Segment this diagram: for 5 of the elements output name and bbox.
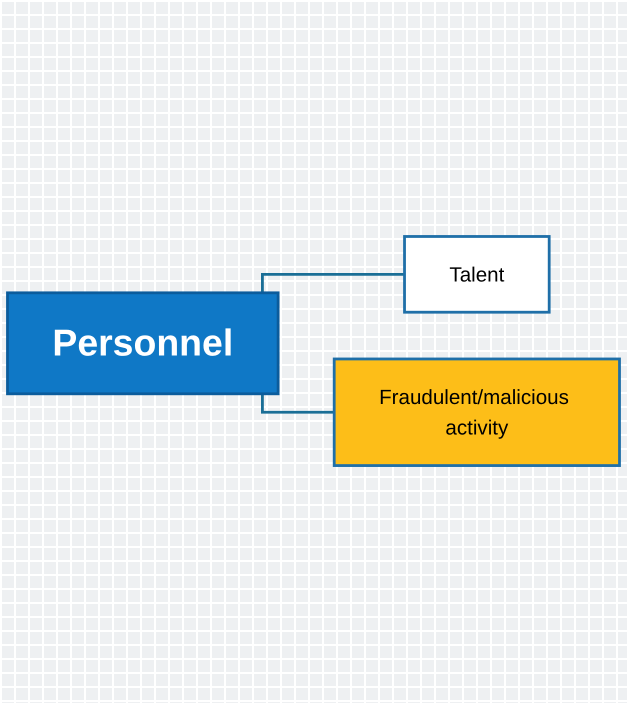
connector	[261, 273, 405, 294]
connector	[261, 394, 334, 414]
node-box: Talent	[403, 236, 551, 314]
node-box: Personnel	[6, 292, 280, 396]
node-box: Fraudulent/malicious activity	[332, 358, 621, 468]
